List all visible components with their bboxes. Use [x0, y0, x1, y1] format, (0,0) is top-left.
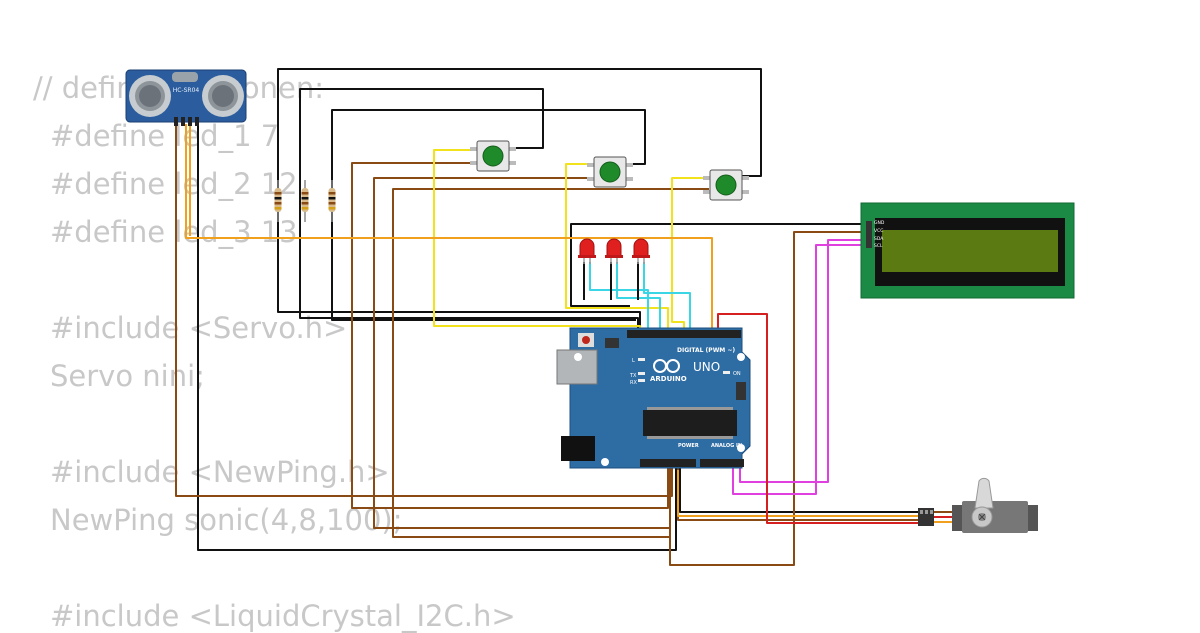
arduino-brand: ARDUINO [650, 375, 687, 383]
analog-label: ANALOG IN [711, 443, 742, 449]
led-red[interactable] [632, 238, 650, 264]
lcd-pin-label: SCL [874, 243, 883, 249]
lcd-pin-label: GND [874, 220, 885, 226]
wire-yellow [671, 177, 709, 333]
resistor[interactable] [274, 180, 282, 222]
led-red[interactable] [578, 238, 596, 264]
wire-yellow [565, 163, 669, 333]
wire-magenta [739, 239, 873, 483]
arduino-model: UNO [693, 360, 720, 374]
wire-brown [175, 124, 673, 497]
wire-black [197, 124, 677, 551]
wire-brown [351, 162, 669, 509]
wire-black [299, 88, 639, 333]
lcd-pin-label: VCC [874, 228, 883, 234]
push-button[interactable] [587, 156, 633, 188]
wire-cyan [643, 262, 691, 333]
wire-magenta [732, 244, 873, 495]
tx-label: TX [629, 373, 637, 379]
wire-red [717, 313, 920, 524]
wire-black [277, 68, 762, 333]
servo-motor[interactable] [918, 477, 1038, 533]
wire-orange-servo [677, 470, 920, 517]
wire-black [570, 223, 873, 307]
wire-cyan [589, 262, 649, 333]
wire-black-servo [679, 465, 920, 513]
resistor[interactable] [328, 180, 336, 222]
power-label: POWER [678, 443, 699, 449]
lcd-display[interactable]: GND VCC SDA SCL [860, 202, 1075, 299]
push-button[interactable] [470, 140, 516, 172]
wires [175, 68, 920, 566]
push-button[interactable] [703, 169, 749, 201]
on-label: ON [733, 371, 741, 377]
wire-brown [373, 177, 670, 529]
lcd-pin-label: SDA [874, 236, 884, 242]
arduino-uno[interactable]: ARDUINO UNO DIGITAL (PWM ~) POWER ANALOG… [556, 327, 751, 469]
sensor-label: HC-SR04 [173, 87, 200, 94]
led-red[interactable] [605, 238, 623, 264]
ultrasonic-sensor[interactable]: HC-SR04 [125, 69, 247, 126]
wire-brown [669, 231, 873, 566]
l-label: L [632, 358, 635, 364]
wire-brown [392, 188, 709, 538]
digital-label: DIGITAL (PWM ~) [677, 347, 735, 354]
resistor[interactable] [301, 180, 309, 222]
wire-black [331, 109, 646, 321]
wire-orange [185, 124, 713, 333]
rx-label: RX [630, 380, 637, 386]
